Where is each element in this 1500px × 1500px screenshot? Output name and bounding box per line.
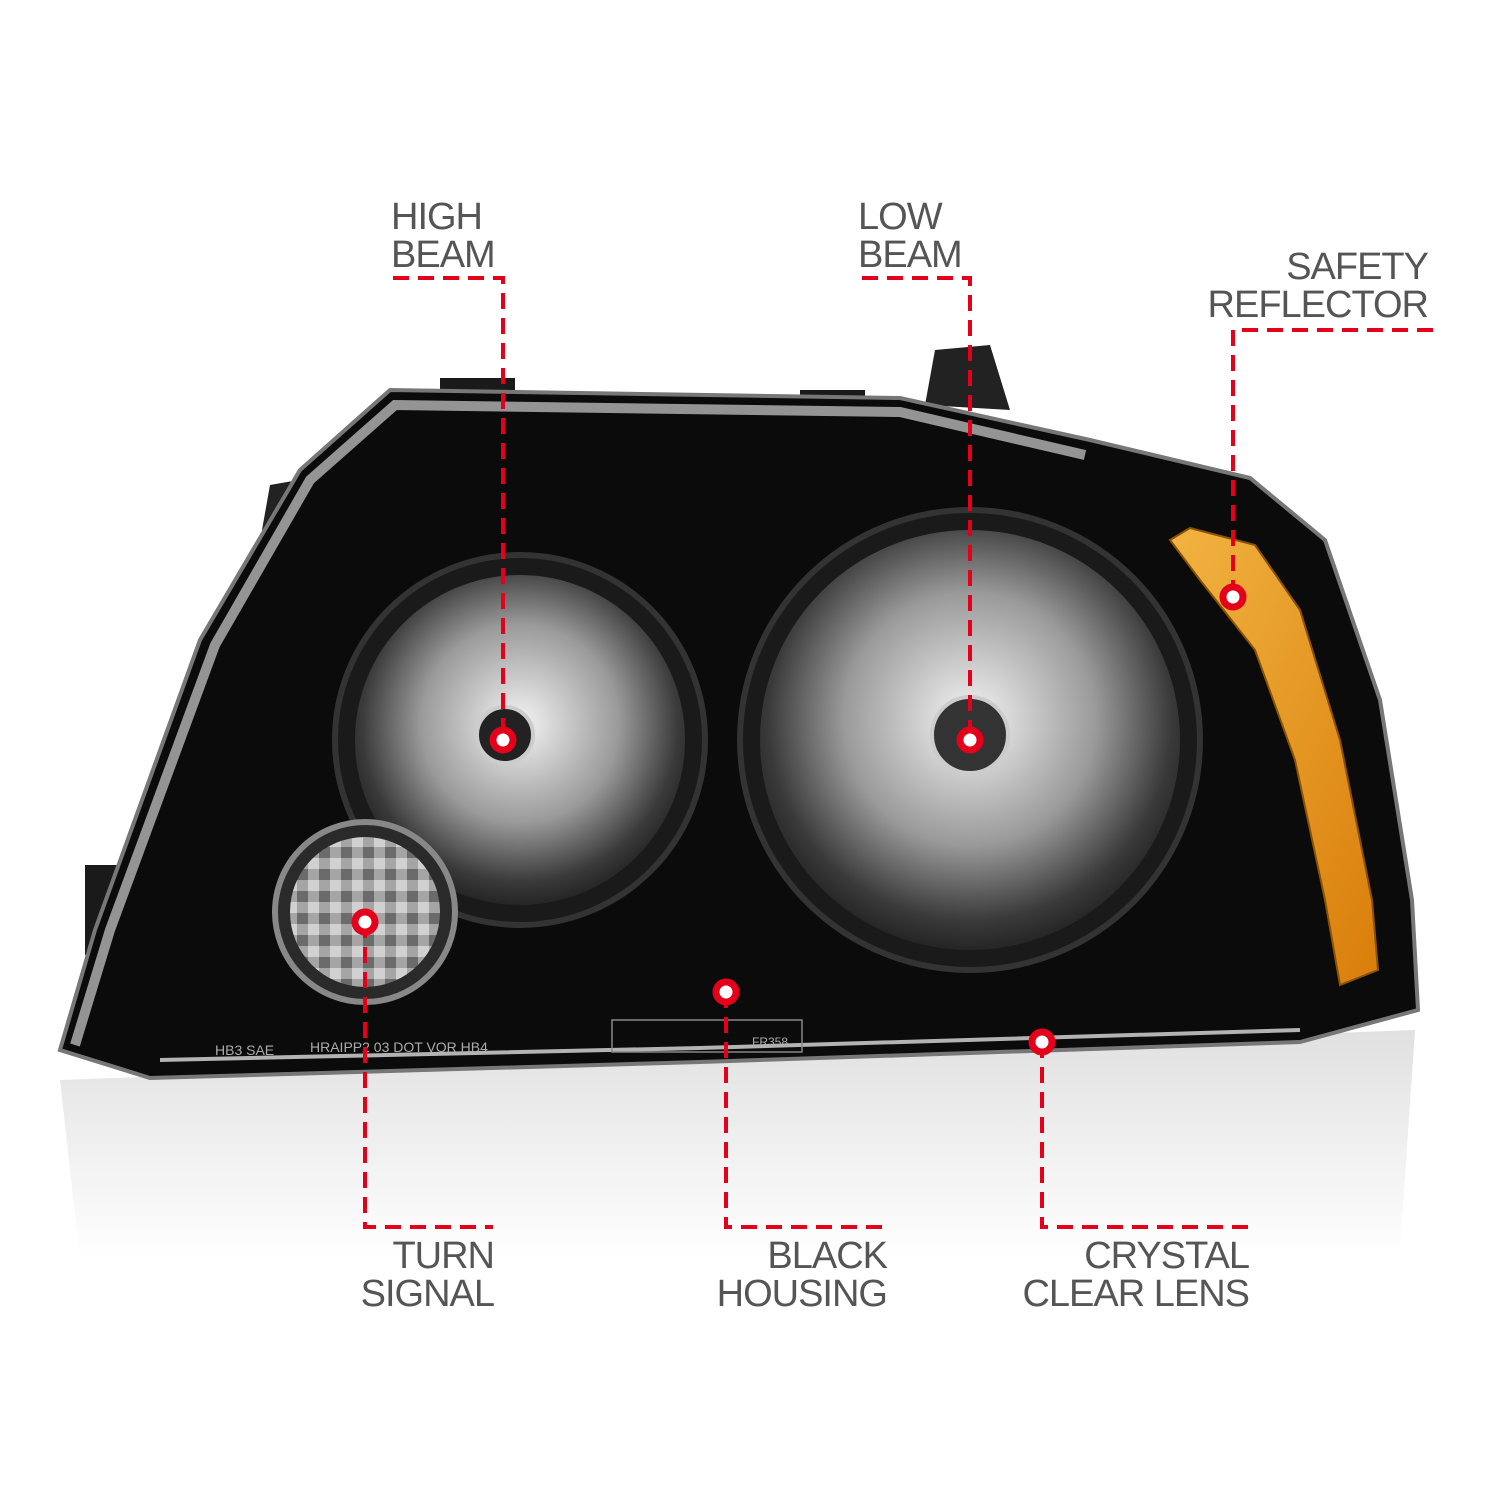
leader-safety-reflector: [1231, 328, 1433, 597]
leader-high-beam: [393, 276, 505, 740]
dot-crystal-clear-lens: [1028, 1028, 1056, 1056]
callout-dots: [351, 583, 1247, 1056]
leader-low-beam: [862, 276, 972, 740]
leader-crystal-clear-lens: [1040, 1042, 1248, 1229]
dot-black-housing: [712, 978, 740, 1006]
mounting-tab: [925, 345, 1010, 410]
label-turn-signal: TURN SIGNAL: [360, 1235, 495, 1315]
reflection: [60, 1030, 1415, 1260]
dot-high-beam: [489, 726, 517, 754]
dot-turn-signal: [351, 908, 379, 936]
dot-safety-reflector: [1219, 583, 1247, 611]
lens-rim: [70, 399, 1087, 1047]
label-low-beam: LOW BEAM: [858, 196, 963, 276]
callout-lines: [363, 276, 1433, 1229]
label-black-housing: BLACK HOUSING: [716, 1235, 888, 1315]
label-crystal-clear-lens: CRYSTAL CLEAR LENS: [1022, 1235, 1250, 1315]
leader-turn-signal: [363, 922, 493, 1229]
label-safety-reflector: SAFETY REFLECTOR: [1207, 246, 1429, 326]
dot-low-beam: [956, 726, 984, 754]
leader-black-housing: [724, 992, 886, 1229]
marking-middle: HRAIPP2 03 DOT VOR HB4: [310, 1039, 488, 1055]
safety-reflector: [1168, 526, 1380, 987]
marking-part: FR358: [752, 1035, 788, 1049]
label-high-beam: HIGH BEAM: [391, 196, 496, 276]
marking-left: HB3 SAE: [215, 1042, 274, 1058]
